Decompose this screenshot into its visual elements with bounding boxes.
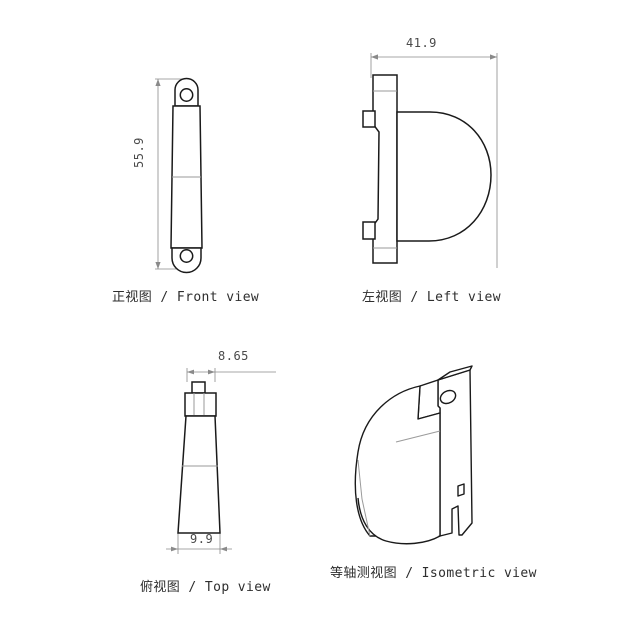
front-view-top-hole xyxy=(179,88,194,102)
left-view-upper-tab xyxy=(362,110,376,128)
isometric-flange-top-face xyxy=(437,365,473,381)
isometric-cam-bottom-edge xyxy=(357,497,441,545)
front-view-group xyxy=(155,77,203,274)
front-view-caption: 正视图 / Front view xyxy=(112,290,260,305)
isometric-flange-tab xyxy=(457,483,465,497)
top-view-head-block xyxy=(184,392,217,417)
top-view-boss xyxy=(191,381,206,394)
isometric-view-group xyxy=(354,365,473,545)
top-view-dimension-top-label: 8.65 xyxy=(218,349,249,363)
left-view-caption: 左视图 / Left view xyxy=(362,290,501,305)
top-view-dimension-9-9 xyxy=(166,533,232,554)
front-view-dimension-55-9 xyxy=(155,78,184,270)
top-view-group xyxy=(166,368,276,554)
isometric-view-caption: 等轴测视图 / Isometric view xyxy=(330,566,537,581)
isometric-surface-lines xyxy=(357,430,441,537)
left-view-group xyxy=(362,53,498,268)
left-view-dimension-label: 41.9 xyxy=(406,36,437,50)
top-view-caption: 俯视图 / Top view xyxy=(140,580,271,595)
top-view-dimension-bottom-label: 9.9 xyxy=(190,532,214,546)
front-view-bottom-hole xyxy=(179,249,194,263)
isometric-upper-arm xyxy=(417,379,441,420)
top-view-head-inner-lines xyxy=(193,393,205,416)
front-view-dimension-label: 55.9 xyxy=(132,137,146,168)
isometric-flange-hole xyxy=(439,389,457,405)
left-view-lower-tab xyxy=(362,221,376,240)
left-view-plate-inner-lines xyxy=(373,90,397,249)
top-view-dimension-8-65 xyxy=(186,368,276,382)
top-view-body xyxy=(177,415,221,534)
left-view-dimension-41-9 xyxy=(370,53,498,268)
left-view-mounting-plate xyxy=(372,74,398,264)
left-view-cam-body xyxy=(396,111,492,242)
